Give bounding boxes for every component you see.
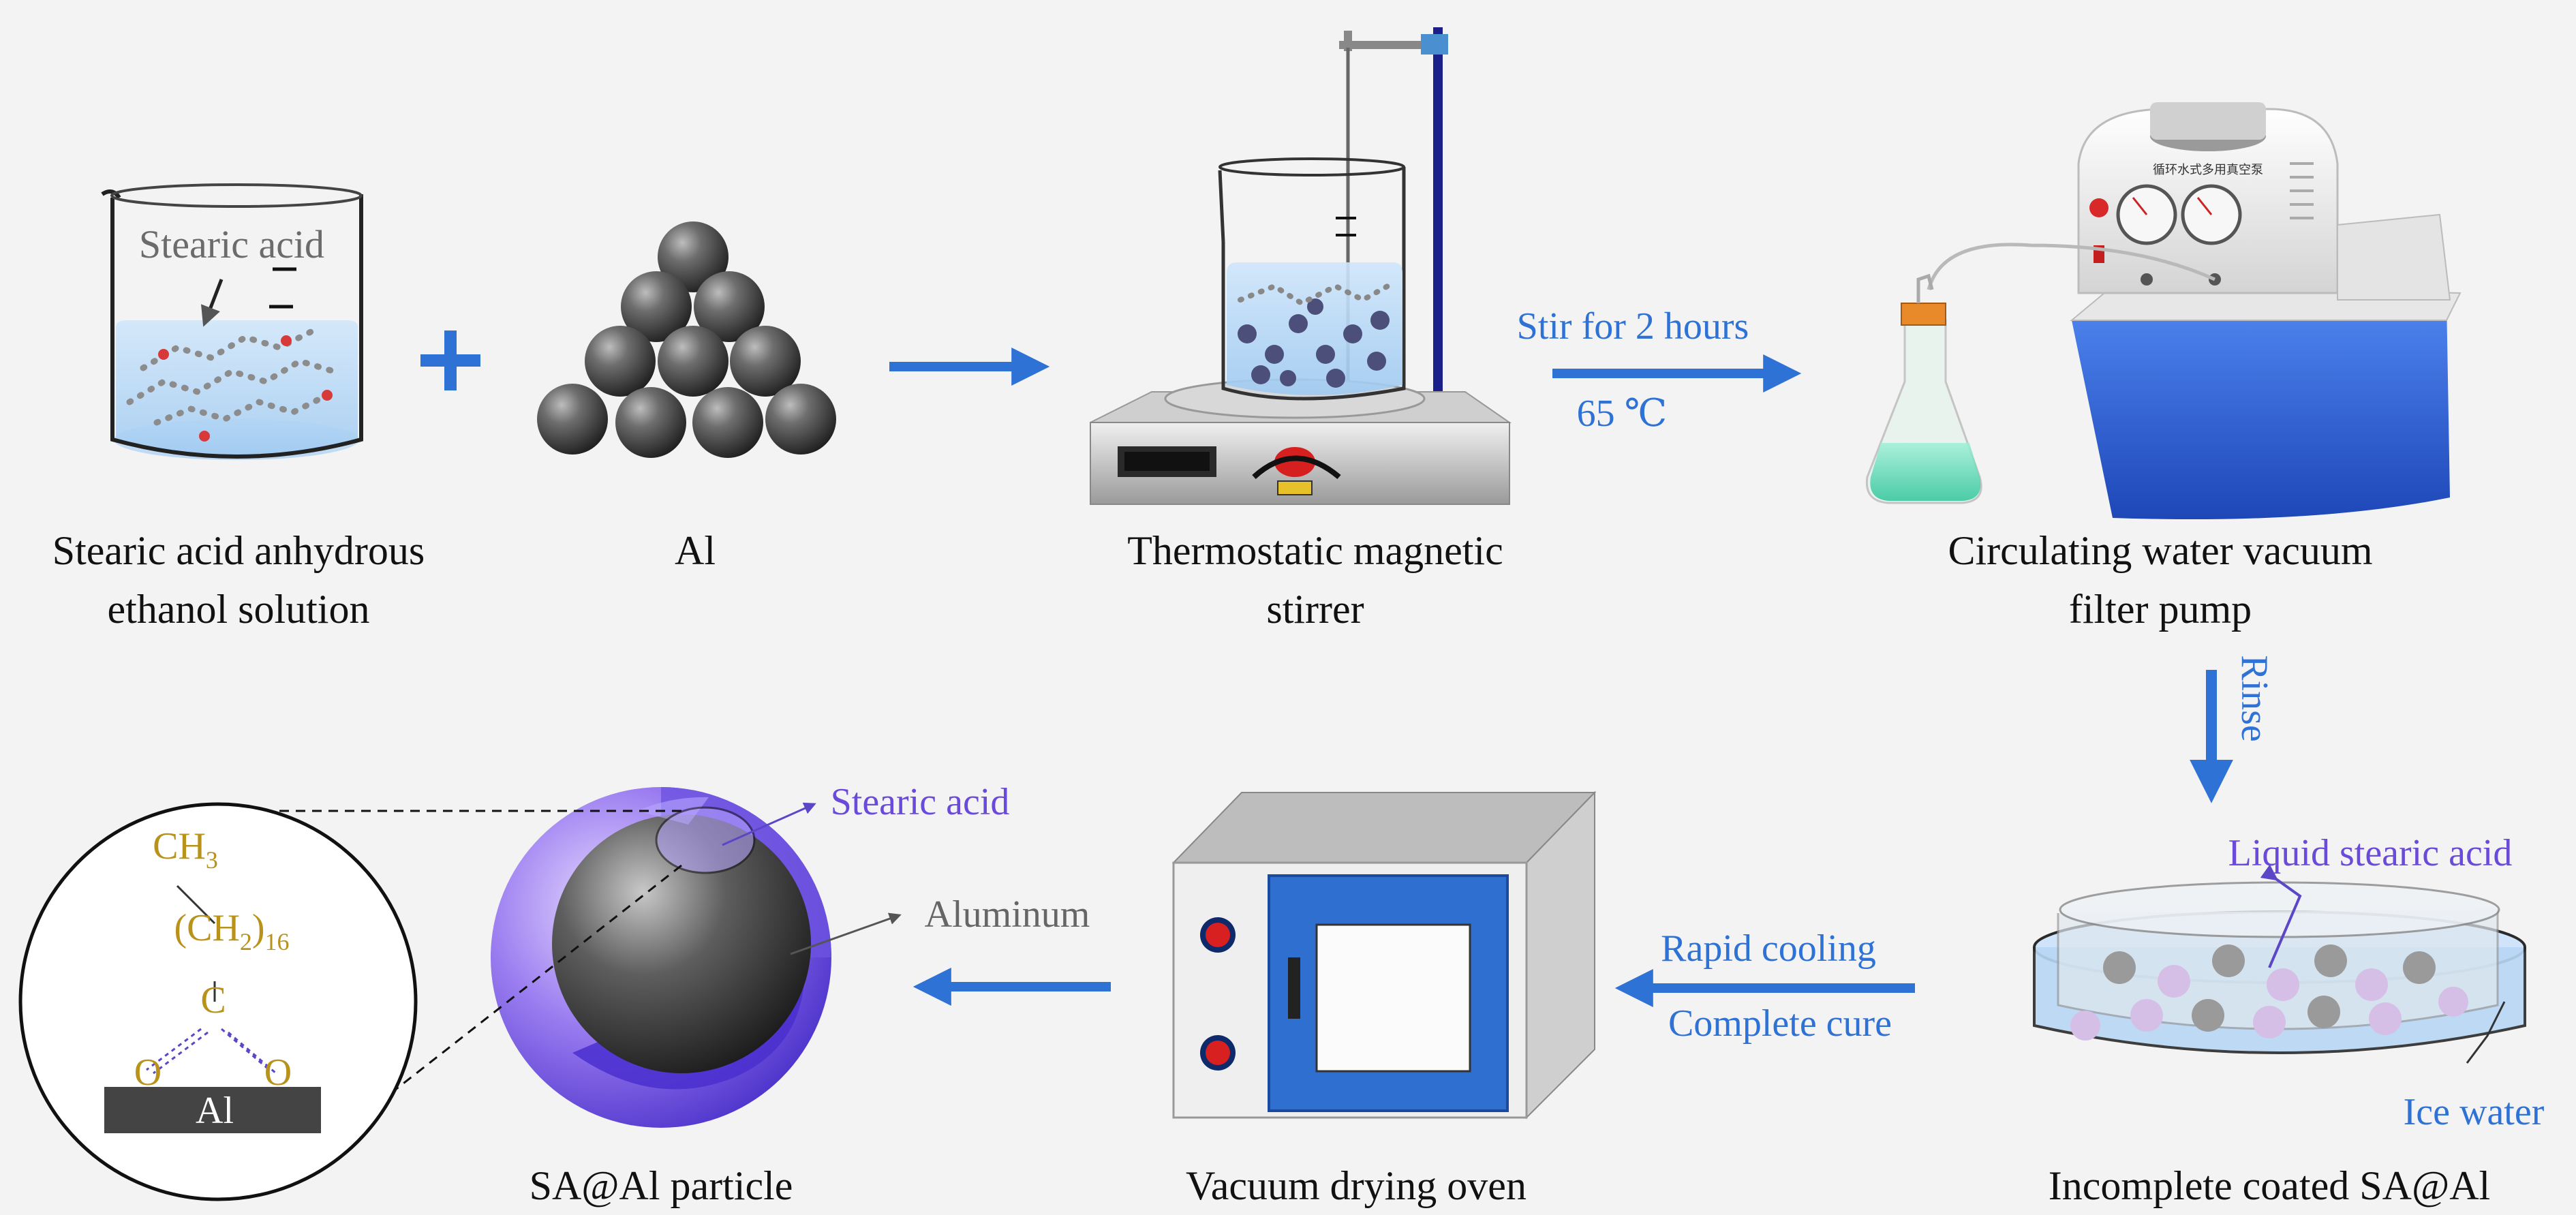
- drying-oven-icon: [1171, 790, 1597, 1120]
- ice-bath-icon: [2033, 864, 2526, 1064]
- core-aluminum-label: Aluminum: [925, 893, 1090, 936]
- rinse-label: Rinse: [2233, 655, 2275, 742]
- ch2-label: (CH2)16: [174, 907, 289, 955]
- substrate-al-label: Al: [196, 1090, 234, 1132]
- caption-pump-line1: Circulating water vacuum: [1948, 528, 2373, 573]
- plus-icon: [420, 330, 480, 390]
- zoom-line-bottom: [359, 864, 682, 1119]
- magnetic-stirrer-icon: [1090, 27, 1512, 505]
- stearic-acid-label: Stearic acid: [139, 222, 324, 266]
- stir-temp-label: 65 ℃: [1577, 393, 1668, 435]
- caption-stirrer-line2: stirrer: [1266, 587, 1364, 632]
- shell-stearic-acid-label: Stearic acid: [831, 781, 1010, 823]
- particle-pyramid-icon: [537, 221, 836, 458]
- rapid-cooling-label: Rapid cooling: [1661, 927, 1876, 970]
- oxygen-right-label: O: [264, 1051, 292, 1094]
- oxygen-left-label: O: [134, 1051, 162, 1094]
- carbon-label: C: [200, 979, 226, 1021]
- caption-particle: SA@Al particle: [529, 1163, 793, 1208]
- beaker-icon: Stearic acid: [101, 183, 363, 460]
- core-shell-particle-icon: [491, 787, 902, 1128]
- complete-cure-label: Complete cure: [1668, 1002, 1892, 1045]
- liquid-stearic-acid-label: Liquid stearic acid: [2228, 832, 2513, 874]
- molecule-zoom-circle: [18, 802, 418, 1201]
- stir-time-label: Stir for 2 hours: [1517, 305, 1749, 348]
- svg-text:循环水式多用真空泵: 循环水式多用真空泵: [2153, 163, 2263, 176]
- caption-coated: Incomplete coated SA@Al: [2048, 1163, 2491, 1208]
- caption-pump: Circulating water vacuum filter pump: [1915, 521, 2406, 639]
- caption-solution-line1: Stearic acid anhydrous: [52, 528, 425, 573]
- caption-al: Al: [675, 528, 716, 573]
- caption-stirrer: Thermostatic magnetic stirrer: [1077, 521, 1554, 639]
- caption-stirrer-line1: Thermostatic magnetic: [1127, 528, 1503, 573]
- caption-solution-line2: ethanol solution: [107, 587, 370, 632]
- ch3-label: CH3: [153, 825, 218, 874]
- ice-water-label: Ice water: [2404, 1091, 2545, 1133]
- vacuum-pump-icon: 循环水式多用真空泵: [1865, 102, 2462, 519]
- caption-oven: Vacuum drying oven: [1186, 1163, 1527, 1208]
- caption-pump-line2: filter pump: [2068, 587, 2252, 632]
- caption-solution: Stearic acid anhydrous ethanol solution: [0, 521, 477, 639]
